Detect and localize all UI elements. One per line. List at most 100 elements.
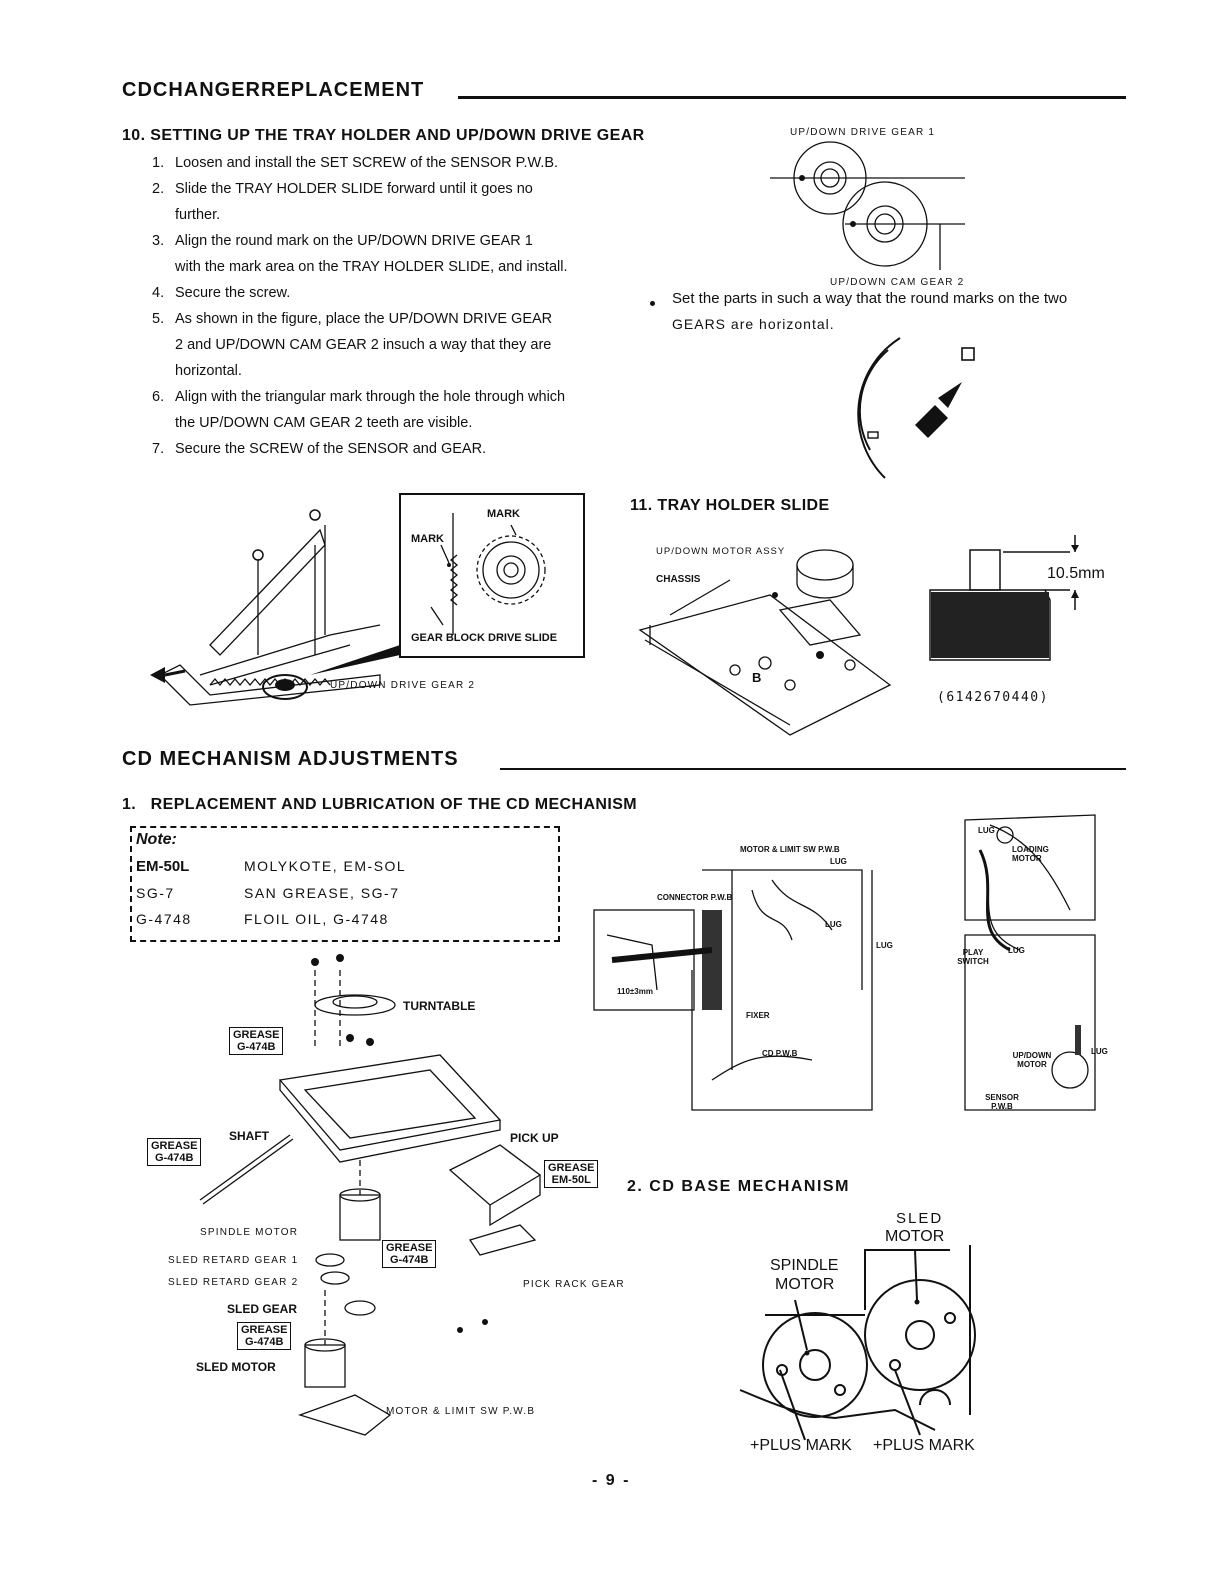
gear-label-top: UP/DOWN DRIVE GEAR 1 (790, 127, 936, 138)
step-6-line-1: 6. Align with the triangular mark through… (152, 388, 566, 406)
chassis-label: CHASSIS (656, 574, 701, 585)
note-code-3: G-4748 (136, 911, 192, 927)
changer-sensor-pwb: SENSOR P.W.B (985, 1093, 1019, 1111)
changer-loading-motor: LOADING MOTOR (1012, 845, 1049, 863)
changer-play-switch: PLAY SWITCH (957, 948, 989, 966)
b-label: B (752, 670, 762, 685)
mark-label-b: MARK (411, 533, 444, 545)
gear-label-bottom: UP/DOWN CAM GEAR 2 (830, 277, 965, 288)
wiring-connector-label: CONNECTOR P.W.B (657, 893, 733, 902)
sled-gear-label: SLED GEAR (227, 1302, 298, 1316)
note-title: Note: (136, 831, 177, 848)
wiring-lug-b: LUG (825, 920, 842, 929)
bullet-dot (650, 301, 655, 306)
bullet-line-1: Set the parts in such a way that the rou… (672, 290, 1068, 307)
wiring-diagram (593, 869, 873, 1111)
section-title-cd-mechanism: CD MECHANISM ADJUSTMENTS (122, 748, 459, 770)
step-6-line-2: the UP/DOWN CAM GEAR 2 teeth are visible… (175, 415, 473, 431)
base-sled-label-1: SLED (896, 1210, 944, 1227)
base-sled-label-2: MOTOR (885, 1228, 945, 1245)
step-1-line-1: 1. Loosen and install the SET SCREW of th… (152, 154, 559, 172)
step-3-line-2: with the mark area on the TRAY HOLDER SL… (175, 259, 568, 275)
note-code-2: SG-7 (136, 885, 175, 901)
wiring-lug-a: LUG (830, 857, 847, 866)
drive-gear2-label: UP/DOWN DRIVE GEAR 2 (330, 680, 476, 691)
step-6-number: 6. (152, 389, 165, 405)
step-1-number: 1. (152, 155, 165, 171)
motor-assy-label: UP/DOWN MOTOR ASSY (656, 546, 786, 557)
changer-updown-motor: UP/DOWN MOTOR (1012, 1051, 1052, 1069)
gear-detail-drawing (430, 513, 546, 635)
motor-limit-label: MOTOR & LIMIT SW P.W.B (386, 1406, 536, 1417)
changer-lug-right: LUG (1091, 1047, 1108, 1056)
step-3-number: 3. (152, 233, 165, 249)
step-5-text: As shown in the figure, place the UP/DOW… (175, 311, 553, 327)
grease-label-3: GREASE EM-50L (544, 1160, 599, 1188)
step-4-text: Secure the screw. (175, 285, 291, 301)
sled-retard-1-label: SLED RETARD GEAR 1 (168, 1255, 299, 1266)
step-7-number: 7. (152, 441, 165, 457)
wiring-fixer: FIXER (746, 1011, 770, 1020)
note-desc-3: FLOIL OIL, G-4748 (244, 911, 389, 927)
section-title-cd-changer: CDCHANGERREPLACEMENT (122, 79, 425, 101)
section2-rule (500, 768, 1126, 770)
cd-base-diagram (739, 1245, 976, 1441)
spindle-motor-label: SPINDLE MOTOR (200, 1227, 299, 1238)
step-2-line-2: further. (175, 207, 221, 223)
mark-label-a: MARK (487, 508, 520, 520)
grease-label-4: GREASE G-474B (382, 1240, 437, 1268)
subheading-11: 11. TRAY HOLDER SLIDE (630, 497, 830, 514)
gear-block-label: GEAR BLOCK DRIVE SLIDE (411, 632, 558, 644)
step-1-text: Loosen and install the SET SCREW of the … (175, 155, 559, 171)
subheading-replacement: 1. REPLACEMENT AND LUBRICATION OF THE CD… (122, 796, 638, 813)
subheading-10: 10. SETTING UP THE TRAY HOLDER AND UP/DO… (122, 127, 645, 144)
wiring-cd-pwb: CD P.W.B (762, 1049, 798, 1058)
pickup-label: PICK UP (510, 1131, 559, 1145)
bullet-line-2: GEARS are horizontal. (672, 316, 835, 332)
note-desc-2: SAN GREASE, SG-7 (244, 885, 400, 901)
changer-lug-top: LUG (978, 826, 995, 835)
mark-detail-box: MARK MARK GEAR BLOCK DRIVE SLIDE (399, 493, 585, 658)
changer-lug-mid: LUG (1008, 946, 1025, 955)
tray-holder-chassis-diagram (638, 549, 892, 736)
dimension-label: 10.5mm (1047, 565, 1105, 582)
grease-label-1: GREASE G-474B (229, 1027, 284, 1055)
subheading-cd-base: 2. CD BASE MECHANISM (627, 1178, 850, 1195)
updown-gears-diagram (770, 141, 965, 270)
triangle-mark-diagram (857, 337, 975, 479)
note-box (130, 826, 560, 942)
sled-retard-2-label: SLED RETARD GEAR 2 (168, 1277, 299, 1288)
plus-mark-label-2: +PLUS MARK (873, 1437, 975, 1454)
step-5-number: 5. (152, 311, 165, 327)
plus-mark-label-1: +PLUS MARK (750, 1437, 852, 1454)
wiring-dim: 110±3mm (617, 987, 653, 996)
grease-label-5: GREASE G-474B (237, 1322, 292, 1350)
part-number: (6142670440) (937, 690, 1049, 705)
changer-mechanism-diagram (964, 814, 1096, 1111)
step-5-line-2: 2 and UP/DOWN CAM GEAR 2 insuch a way th… (175, 337, 552, 353)
step-5-line-1: 5. As shown in the figure, place the UP/D… (152, 310, 553, 328)
step-7-line-1: 7. Secure the SCREW of the SENSOR and GEA… (152, 440, 487, 458)
step-4-line-1: 4.Secure the screw. (152, 284, 291, 302)
step-7-text: Secure the SCREW of the SENSOR and GEAR. (175, 441, 487, 457)
step-2-text: Slide the TRAY HOLDER SLIDE forward unti… (175, 181, 533, 197)
page-number: - 9 - (592, 1472, 631, 1489)
wiring-lug-c: LUG (876, 941, 893, 950)
slide-dimension-diagram (929, 535, 1079, 661)
shaft-label: SHAFT (229, 1129, 269, 1143)
base-spindle-label-1: SPINDLE (770, 1257, 839, 1274)
sled-motor-label: SLED MOTOR (196, 1360, 276, 1374)
step-5-line-3: horizontal. (175, 363, 242, 379)
cd-mechanism-exploded-diagram (199, 954, 542, 1436)
step-3-text: Align the round mark on the UP/DOWN DRIV… (175, 233, 533, 249)
step-2-number: 2. (152, 181, 165, 197)
step-6-text: Align with the triangular mark through t… (175, 389, 566, 405)
tray-holder-slide-diagram (150, 509, 400, 706)
turntable-label: TURNTABLE (403, 999, 476, 1013)
step-3-line-1: 3. Align the round mark on the UP/DOWN DR… (152, 232, 533, 250)
note-code-1: EM-50L (136, 858, 190, 875)
base-spindle-label-2: MOTOR (775, 1276, 835, 1293)
section-title-rule (458, 96, 1126, 99)
grease-label-2: GREASE G-474B (147, 1138, 202, 1166)
wiring-motor-limit-label: MOTOR & LIMIT SW P.W.B (740, 845, 840, 854)
